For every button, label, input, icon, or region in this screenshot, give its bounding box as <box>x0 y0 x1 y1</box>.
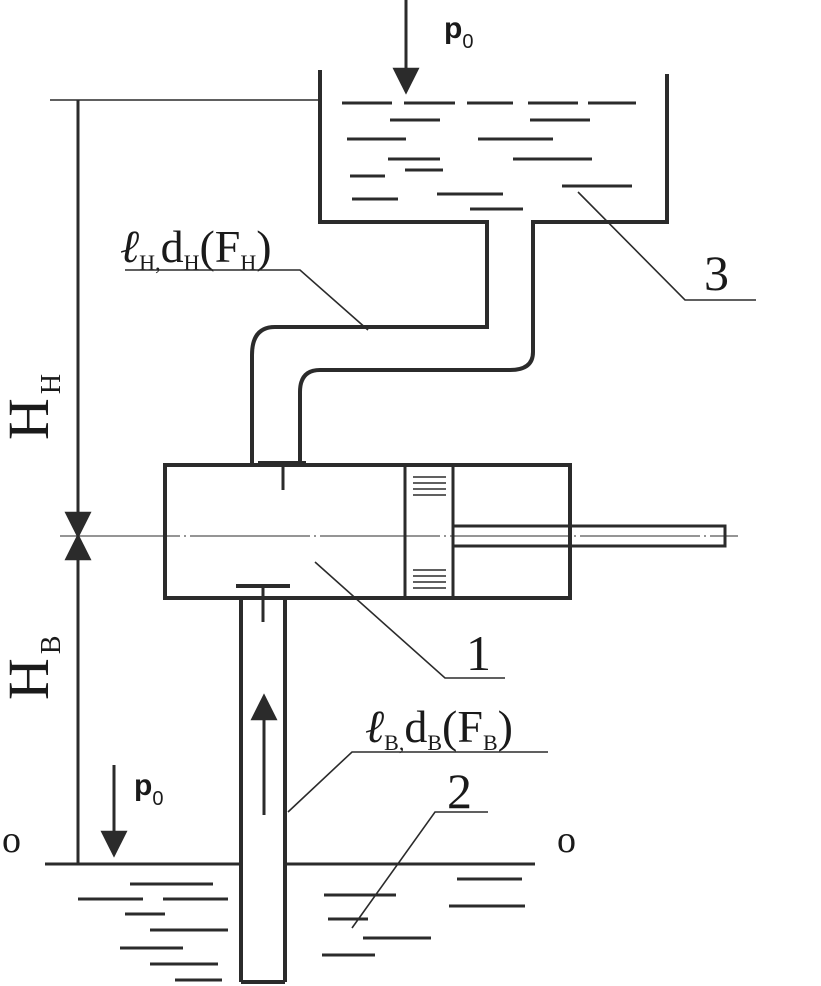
pump-cylinder <box>163 461 727 622</box>
top-pressure-label: p0 <box>444 12 473 53</box>
pump-label: 1 <box>466 625 491 681</box>
lower-reservoir-label: 2 <box>447 763 472 819</box>
upper-tank-label: 3 <box>704 245 729 301</box>
discharge-pipe-outer-wall <box>250 70 489 465</box>
bottom-pressure-label: p0 <box>134 769 163 810</box>
reservoir-leader <box>351 811 488 929</box>
datum-label-left: o <box>2 819 21 861</box>
suction-pipe-leader <box>287 751 548 813</box>
tank-leader <box>577 191 756 301</box>
piston-hatch <box>413 476 446 589</box>
suction-height-label: HВ <box>0 635 67 700</box>
discharge-pipe-leader <box>125 269 369 331</box>
discharge-pipe-label: ℓН,dН(FН) <box>120 221 272 275</box>
piston <box>403 463 455 600</box>
discharge-height-label: HН <box>0 374 67 440</box>
reservoir-liquid-lines <box>78 877 525 982</box>
pump-leader <box>314 561 505 679</box>
lower-reservoir <box>45 862 535 982</box>
upper-tank <box>250 70 669 465</box>
suction-pipe-label: ℓВ,dВ(FВ) <box>365 701 513 755</box>
discharge-pipe-inner-wall <box>298 74 669 465</box>
datum-label-right: o <box>557 819 576 861</box>
tank-liquid-lines <box>342 101 636 211</box>
suction-pipe <box>239 598 287 984</box>
